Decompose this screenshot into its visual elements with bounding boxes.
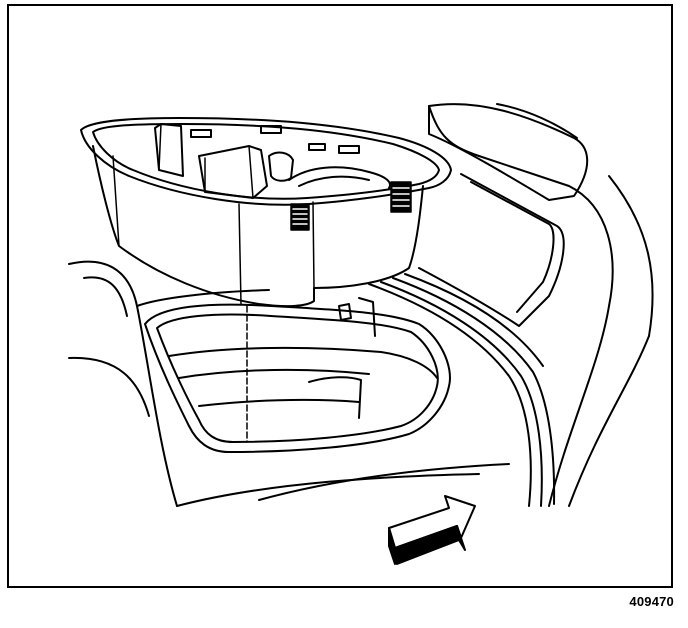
tray-clip-left [290,203,310,231]
console-tray-illustration [68,103,654,565]
tray-clip-right [390,181,412,213]
rim-tab [190,129,212,138]
figure-number: 409470 [629,594,674,609]
console-body [68,103,654,507]
rim-tab [260,125,282,134]
rim-tab [338,145,360,154]
rim-tab [308,143,326,151]
storage-tray [80,117,452,308]
front-of-vehicle-arrow [388,495,476,565]
illustration-frame [7,4,673,588]
console-bin [144,297,451,453]
